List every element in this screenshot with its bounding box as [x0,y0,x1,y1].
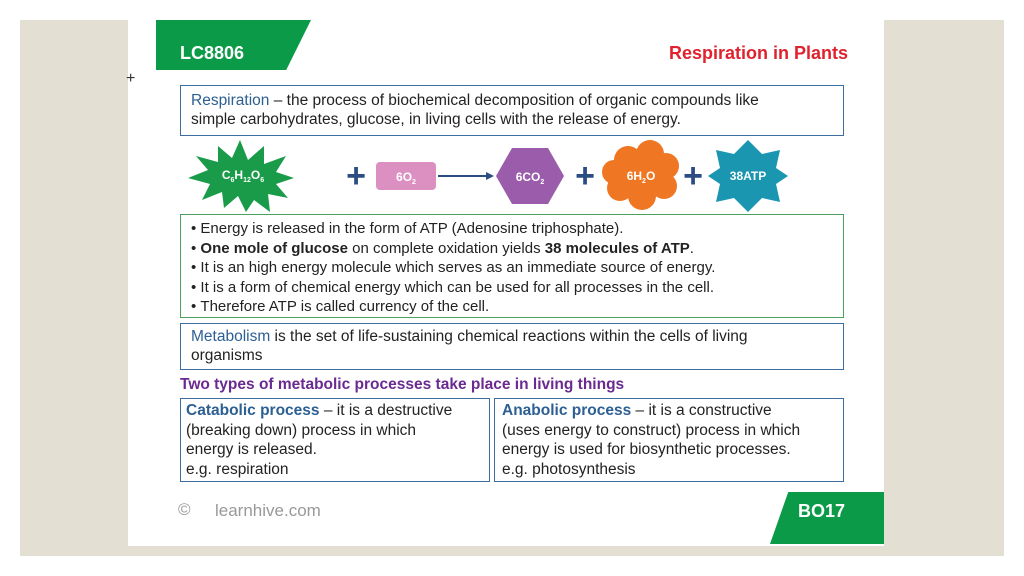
definition-line-1: – the process of biochemical decompositi… [269,92,759,109]
plus-sign-1: + [346,157,366,195]
co2-hexagon-shape [496,148,564,204]
metabolism-term: Metabolism [191,328,271,345]
list-item: It is an high energy molecule which serv… [191,258,833,278]
copyright-icon: © [178,500,191,519]
list-item: One mole of glucose on complete oxidatio… [191,239,833,259]
atp-label: 38ATP [730,169,766,183]
page-code: BO17 [798,501,846,521]
list-item: Energy is released in the form of ATP (A… [191,219,833,239]
lesson-code-tab: LC8806 [156,20,311,70]
crosshair-cursor-icon: + [126,70,136,87]
metabolism-line-2: organisms [191,347,263,364]
page-code-tab: BO17 [770,492,884,544]
oxygen-formula: 6O2 [396,170,416,186]
metabolism-line-1: is the set of life-sustaining chemical r… [270,328,748,345]
catabolic-term: Catabolic process [186,402,320,419]
co2-formula: 6CO2 [516,170,545,186]
respiration-term: Respiration [191,92,270,109]
water-formula: 6H2O [627,169,656,185]
atp-facts-list: Energy is released in the form of ATP (A… [180,214,844,318]
atp-star-shape [708,140,788,212]
glucose-burst-shape [188,140,294,212]
plus-sign-3: + [683,157,703,195]
site-name: learnhive.com [215,501,321,520]
list-item: Therefore ATP is called currency of the … [191,297,833,317]
plus-sign-2: + [575,157,595,195]
catabolic-process-box: Catabolic process – it is a destructive … [180,398,490,482]
page-title: Respiration in Plants [668,43,848,63]
lesson-code: LC8806 [180,43,245,63]
respiration-definition-box: Respiration – the process of biochemical… [180,85,844,136]
glucose-formula: C6H12O6 [222,168,264,184]
metabolic-types-heading: Two types of metabolic processes take pl… [180,376,625,393]
definition-line-2: simple carbohydrates, glucose, in living… [191,111,681,128]
anabolic-term: Anabolic process [502,402,632,419]
metabolism-definition-box: Metabolism is the set of life-sustaining… [180,323,844,370]
anabolic-process-box: Anabolic process – it is a constructive … [494,398,844,482]
oxygen-box-shape [376,162,436,190]
respiration-equation: C6H12O6 + 6O2 6CO2 + 6H2O + 38ATP [188,140,788,212]
water-cloud-shape [602,140,679,210]
reaction-arrow-head [486,172,494,180]
list-item: It is a form of chemical energy which ca… [191,278,833,298]
